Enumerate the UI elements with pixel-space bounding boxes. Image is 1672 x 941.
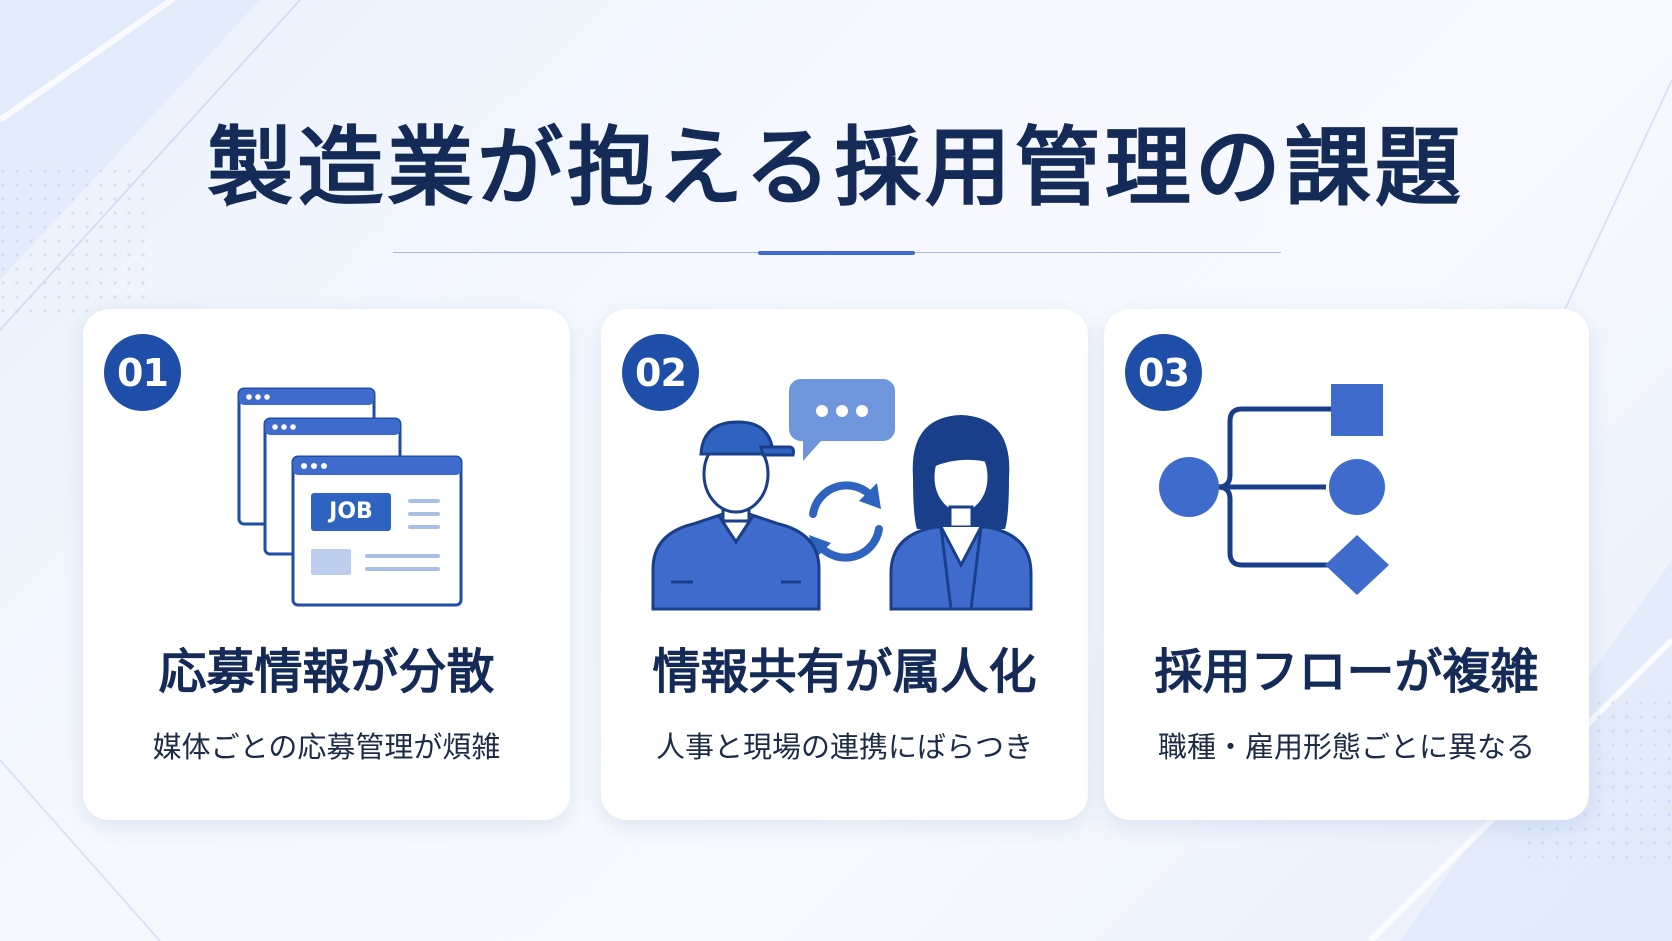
page-title: 製造業が抱える採用管理の課題 <box>207 118 1465 218</box>
job-label: JOB <box>329 499 373 524</box>
title-divider-accent <box>758 251 915 255</box>
branching-flow-icon <box>1159 384 1389 595</box>
card-number-badge: 01 <box>104 334 181 411</box>
issue-card-application-info: 01 JOB 応募情報が分散 媒体ごとの応募管理が煩雑 <box>83 309 570 820</box>
card-title: 応募情報が分散 <box>158 644 495 700</box>
job-listing-windows-icon <box>237 387 463 607</box>
worker-and-hr-conversation-icon <box>651 379 1033 611</box>
card-title: 情報共有が属人化 <box>652 644 1037 700</box>
card-description: 媒体ごとの応募管理が煩雑 <box>152 730 501 764</box>
issue-card-hiring-flow: 03 採用フローが複雑 職種・雇用形態ごとに異なる <box>1104 309 1589 820</box>
card-number-badge: 03 <box>1125 334 1202 411</box>
card-description: 人事と現場の連携にばらつき <box>655 730 1033 764</box>
issue-card-info-sharing: 02 情報共有が属人化 人事と現場の連携にばらつき <box>601 309 1088 820</box>
card-description: 職種・雇用形態ごとに異なる <box>1157 730 1535 764</box>
card-title: 採用フローが複雑 <box>1154 644 1539 700</box>
card-number-badge: 02 <box>622 334 699 411</box>
